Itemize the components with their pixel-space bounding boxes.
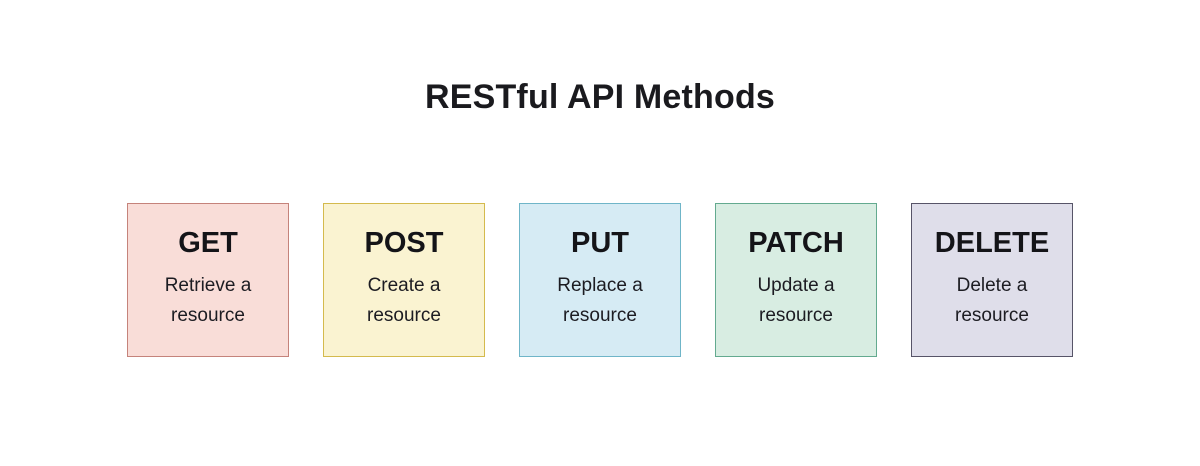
method-description-put: Replace a resource <box>557 275 643 327</box>
method-name-delete: DELETE <box>934 227 1050 260</box>
method-cards-row: GET Retrieve a resource POST Create a re… <box>0 203 1200 357</box>
method-name-patch: PATCH <box>748 227 844 260</box>
card-put: PUT Replace a resource <box>519 203 681 357</box>
method-name-get: GET <box>178 227 238 260</box>
method-description-post: Create a resource <box>367 275 441 327</box>
card-get: GET Retrieve a resource <box>127 203 289 357</box>
method-description-patch: Update a resource <box>757 275 835 327</box>
diagram-title: RESTful API Methods <box>424 78 776 116</box>
method-description-delete: Delete a resource <box>955 275 1029 327</box>
method-name-post: POST <box>364 227 444 260</box>
card-post: POST Create a resource <box>323 203 485 357</box>
method-description-get: Retrieve a resource <box>164 275 252 327</box>
card-patch: PATCH Update a resource <box>715 203 877 357</box>
method-name-put: PUT <box>571 227 629 260</box>
card-delete: DELETE Delete a resource <box>911 203 1073 357</box>
